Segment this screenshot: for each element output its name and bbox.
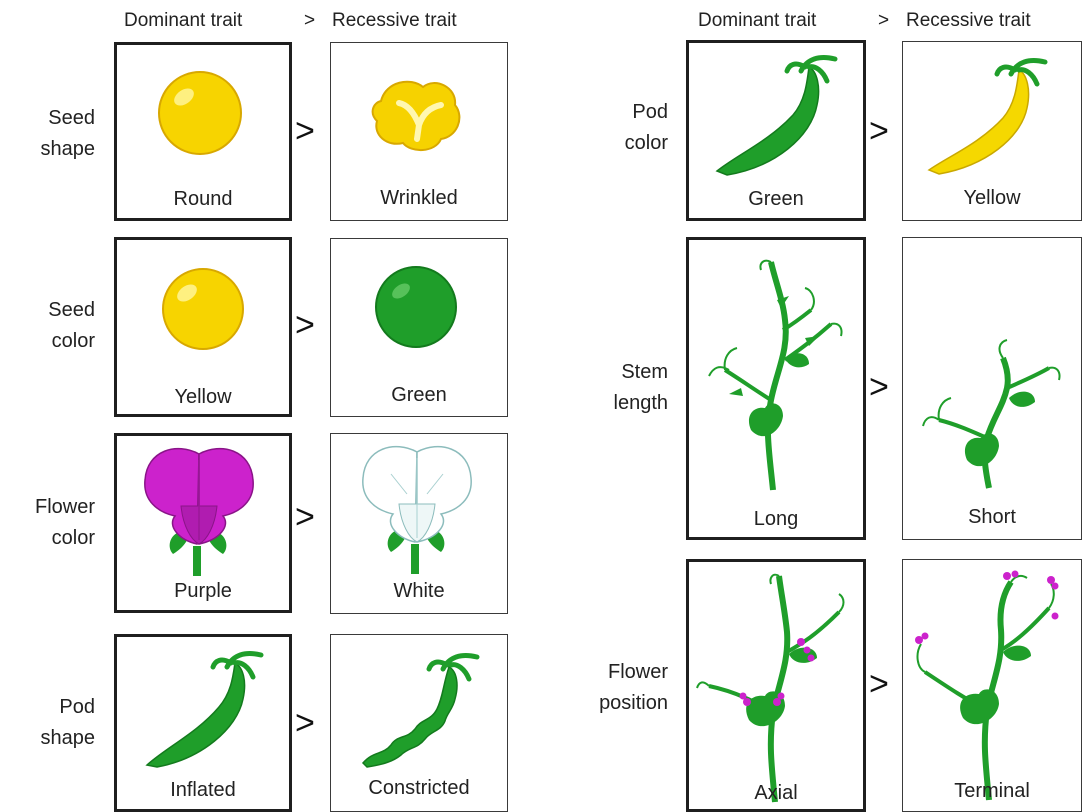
panel-wrinkled-seed: Wrinkled [330,42,508,221]
caption-constricted: Constricted [331,777,507,800]
header-recessive-left: Recessive trait [332,10,457,32]
trait-label-pod-shape: Pod shape [0,692,95,754]
terminal-flowers-icon [903,560,1081,811]
caption-green-pod: Green [689,188,863,211]
panel-green-seed: Green [330,238,508,417]
caption-yellow-pod: Yellow [903,187,1081,210]
trait-label-seed-color: Seed color [0,295,95,357]
header-recessive-right: Recessive trait [906,10,1031,32]
greater-than-stem-length: > [869,368,889,407]
panel-round-seed: Round [114,42,292,221]
caption-terminal: Terminal [903,780,1081,803]
trait-label-flower-color: Flower color [0,492,95,554]
panel-green-pod: Green [686,40,866,221]
caption-long: Long [689,508,863,531]
greater-than-pod-color: > [869,112,889,151]
panel-terminal-flowers: Terminal [902,559,1082,812]
greater-than-seed-shape: > [295,112,315,151]
panel-yellow-seed: Yellow [114,237,292,417]
panel-yellow-pod: Yellow [902,41,1082,221]
caption-green-seed: Green [331,384,507,407]
caption-yellow-seed: Yellow [117,386,289,409]
axial-flowers-icon [689,562,863,809]
panel-constricted-pod: Constricted [330,634,508,812]
greater-than-seed-color: > [295,306,315,345]
caption-round: Round [117,188,289,211]
caption-purple: Purple [117,580,289,603]
header-sep-right: > [878,10,889,32]
greater-than-pod-shape: > [295,704,315,743]
header-sep-left: > [304,10,315,32]
trait-label-flower-position: Flower position [558,657,668,719]
caption-inflated: Inflated [117,779,289,802]
panel-white-flower: White [330,433,508,614]
panel-purple-flower: Purple [114,433,292,613]
trait-label-seed-shape: Seed shape [0,103,95,165]
caption-white: White [331,580,507,603]
greater-than-flower-color: > [295,498,315,537]
caption-short: Short [903,506,1081,529]
caption-axial: Axial [689,782,863,805]
header-dominant-right: Dominant trait [698,10,816,32]
panel-long-stem: Long [686,237,866,540]
trait-label-stem-length: Stem length [558,357,668,419]
short-stem-icon [903,238,1081,539]
long-stem-icon [689,240,863,537]
greater-than-flower-position: > [869,665,889,704]
panel-short-stem: Short [902,237,1082,540]
panel-axial-flowers: Axial [686,559,866,812]
trait-label-pod-color: Pod color [558,97,668,159]
caption-wrinkled: Wrinkled [331,187,507,210]
panel-inflated-pod: Inflated [114,634,292,812]
header-dominant-left: Dominant trait [124,10,242,32]
